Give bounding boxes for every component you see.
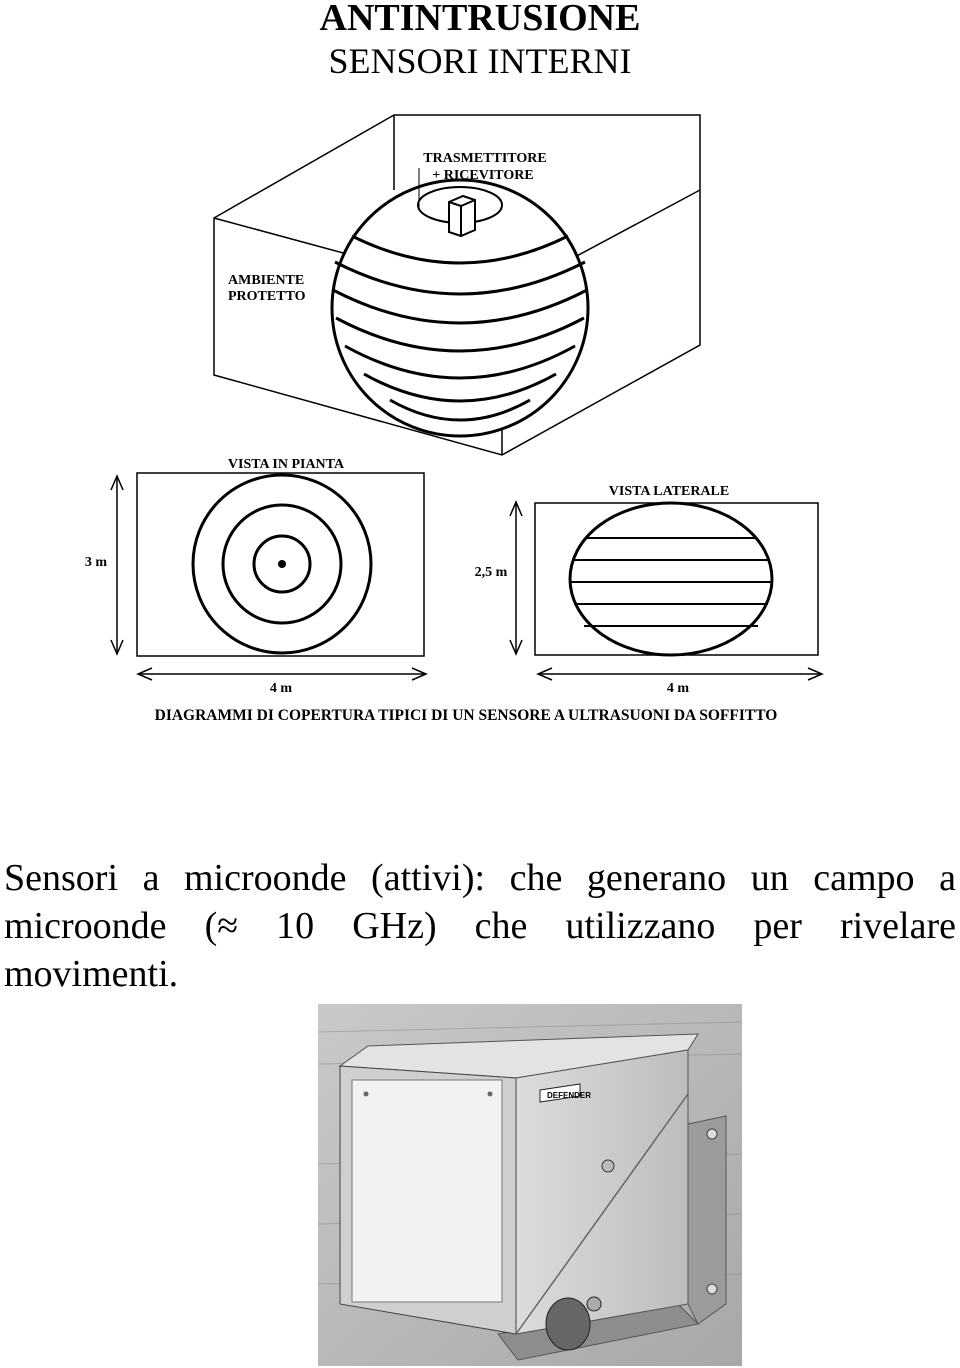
side-width-label: 4 m <box>667 681 690 696</box>
plan-view: VISTA IN PIANTA 3 m 4 m <box>85 457 428 696</box>
room-label-line2: PROTETTO <box>228 289 306 304</box>
page-title: ANTINTRUSIONE <box>319 0 641 39</box>
coverage-sphere <box>330 178 590 438</box>
coverage-diagram: TRASMETTITORE + RICEVITORE AMBIENTE PROT… <box>85 114 824 724</box>
body-text-line-2: microonde (≈ 10 GHz) che utilizzano per … <box>4 905 956 947</box>
side-height-label: 2,5 m <box>475 565 508 580</box>
body-text-line-3: movimenti. <box>4 953 179 995</box>
plan-height-label: 3 m <box>85 555 108 570</box>
room-label-line1: AMBIENTE <box>228 273 304 288</box>
transmitter-label-line1: TRASMETTITORE <box>423 151 546 166</box>
page-subtitle: SENSORI INTERNI <box>328 41 632 81</box>
plan-width-label: 4 m <box>270 681 293 696</box>
side-view: VISTA LATERALE 2,5 m 4 m <box>475 484 824 696</box>
brand-tag: DEFENDER <box>547 1091 591 1100</box>
body-text-line-1: Sensori a microonde (attivi): che genera… <box>4 857 956 899</box>
figure-caption: DIAGRAMMI DI COPERTURA TIPICI DI UN SENS… <box>155 707 778 724</box>
plan-view-title: VISTA IN PIANTA <box>228 457 345 472</box>
transmitter-label-line2: + RICEVITORE <box>432 168 533 183</box>
microwave-sensor-photo: DEFENDER <box>318 1004 742 1366</box>
side-view-title: VISTA LATERALE <box>609 484 729 499</box>
sensor-device <box>448 194 476 238</box>
